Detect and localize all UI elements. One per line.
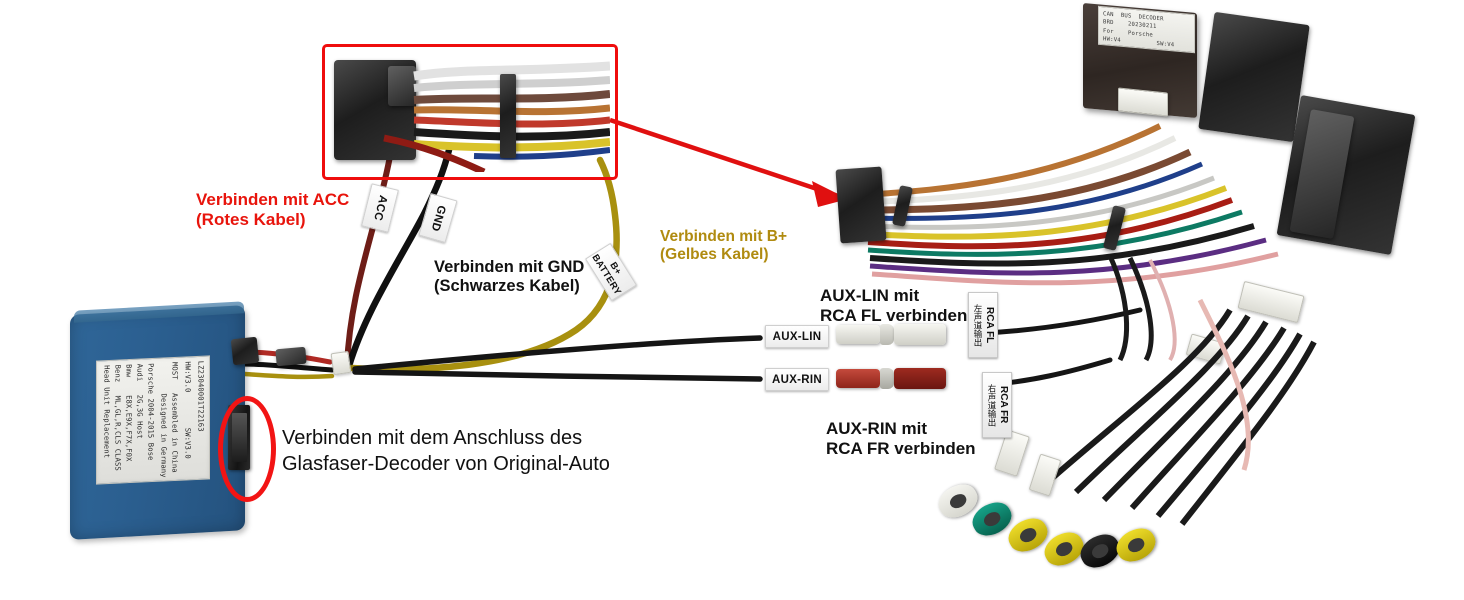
iso-connector-highlight — [322, 44, 618, 180]
tag-rca-fl: 左声道输出 RCA FL — [968, 292, 998, 358]
decoder-label: CAN BUS DECODER BRD 20230211 For Porsche… — [1098, 5, 1195, 54]
iso-connector-latch — [388, 66, 416, 106]
tag-rca-fl-latin: RCA FL — [984, 306, 995, 344]
annotation-aux-lin: AUX-LIN mit RCA FL verbinden — [820, 286, 968, 326]
module-spec-line-3: Bmw E8X,E9X,F7X,F0X — [124, 363, 134, 462]
module-spec-line-2: Benz ML,GL,R,CLS CLASS — [113, 364, 123, 472]
tag-aux-lin: AUX-LIN — [765, 325, 829, 348]
rca-pin-red — [880, 368, 894, 389]
most-port-highlight — [218, 396, 276, 502]
wire-gnd — [345, 146, 453, 370]
module-spec-text: Head Unit Replacement — [102, 364, 112, 459]
iso-connector-closeup — [324, 46, 610, 172]
callout-arrow — [609, 117, 848, 207]
tag-rca-fr-latin: RCA FR — [998, 386, 1009, 424]
rca-female-white — [894, 324, 946, 345]
wire-aux-rin — [352, 369, 763, 382]
inline-connector-a — [275, 346, 307, 367]
tag-rca-fl-chinese: 左声道输出 — [972, 303, 982, 347]
wire-aux-lin — [352, 335, 763, 372]
annotation-acc: Verbinden mit ACC (Rotes Kabel) — [196, 190, 350, 230]
tag-rca-fr: 右声道输出 RCA FR — [982, 372, 1012, 438]
wire-bplus — [348, 156, 620, 373]
harness-target-connector — [835, 166, 887, 244]
tag-rca-fr-chinese: 右声道输出 — [986, 383, 996, 427]
annotation-gnd: Verbinden mit GND (Schwarzes Kabel) — [434, 258, 585, 296]
annotation-most: Verbinden mit dem Anschluss des Glasfase… — [282, 427, 610, 475]
rca-fanout-wires — [1048, 298, 1317, 526]
rca-male-red — [836, 369, 880, 388]
rca-male-white — [836, 325, 880, 344]
module-spec-line-8: HW:V3.0 SW:V3.0 — [183, 361, 193, 460]
wire-module-black — [240, 361, 335, 373]
rca-female-red — [894, 368, 946, 389]
annotation-bplus: Verbinden mit B+ (Gelbes Kabel) — [660, 228, 788, 264]
wire-rcafl-tail — [982, 307, 1143, 336]
module-spec-line-4: Audi 2G,3G Host — [135, 363, 145, 440]
module-spec-line-9: LZ23040001T22163 — [196, 360, 206, 432]
module-spec-line-6: Designed in Germany — [159, 362, 169, 478]
annotation-aux-rin: AUX-RIN mit RCA FR verbinden — [826, 419, 976, 459]
module-spec-line-7: MOST Assembled in China — [170, 361, 180, 473]
tag-aux-rin: AUX-RIN — [765, 368, 829, 391]
module-power-connector — [230, 336, 260, 366]
rca-pin-white — [880, 324, 894, 345]
module-spec-line-5: Porsche 2004-2015 Bose — [146, 362, 156, 461]
module-spec-label: Head Unit Replacement Benz ML,GL,R,CLS C… — [96, 355, 210, 485]
wire-junction-sleeve — [330, 350, 352, 376]
wire-module-yellow — [242, 371, 335, 380]
cable-tie — [500, 74, 516, 158]
